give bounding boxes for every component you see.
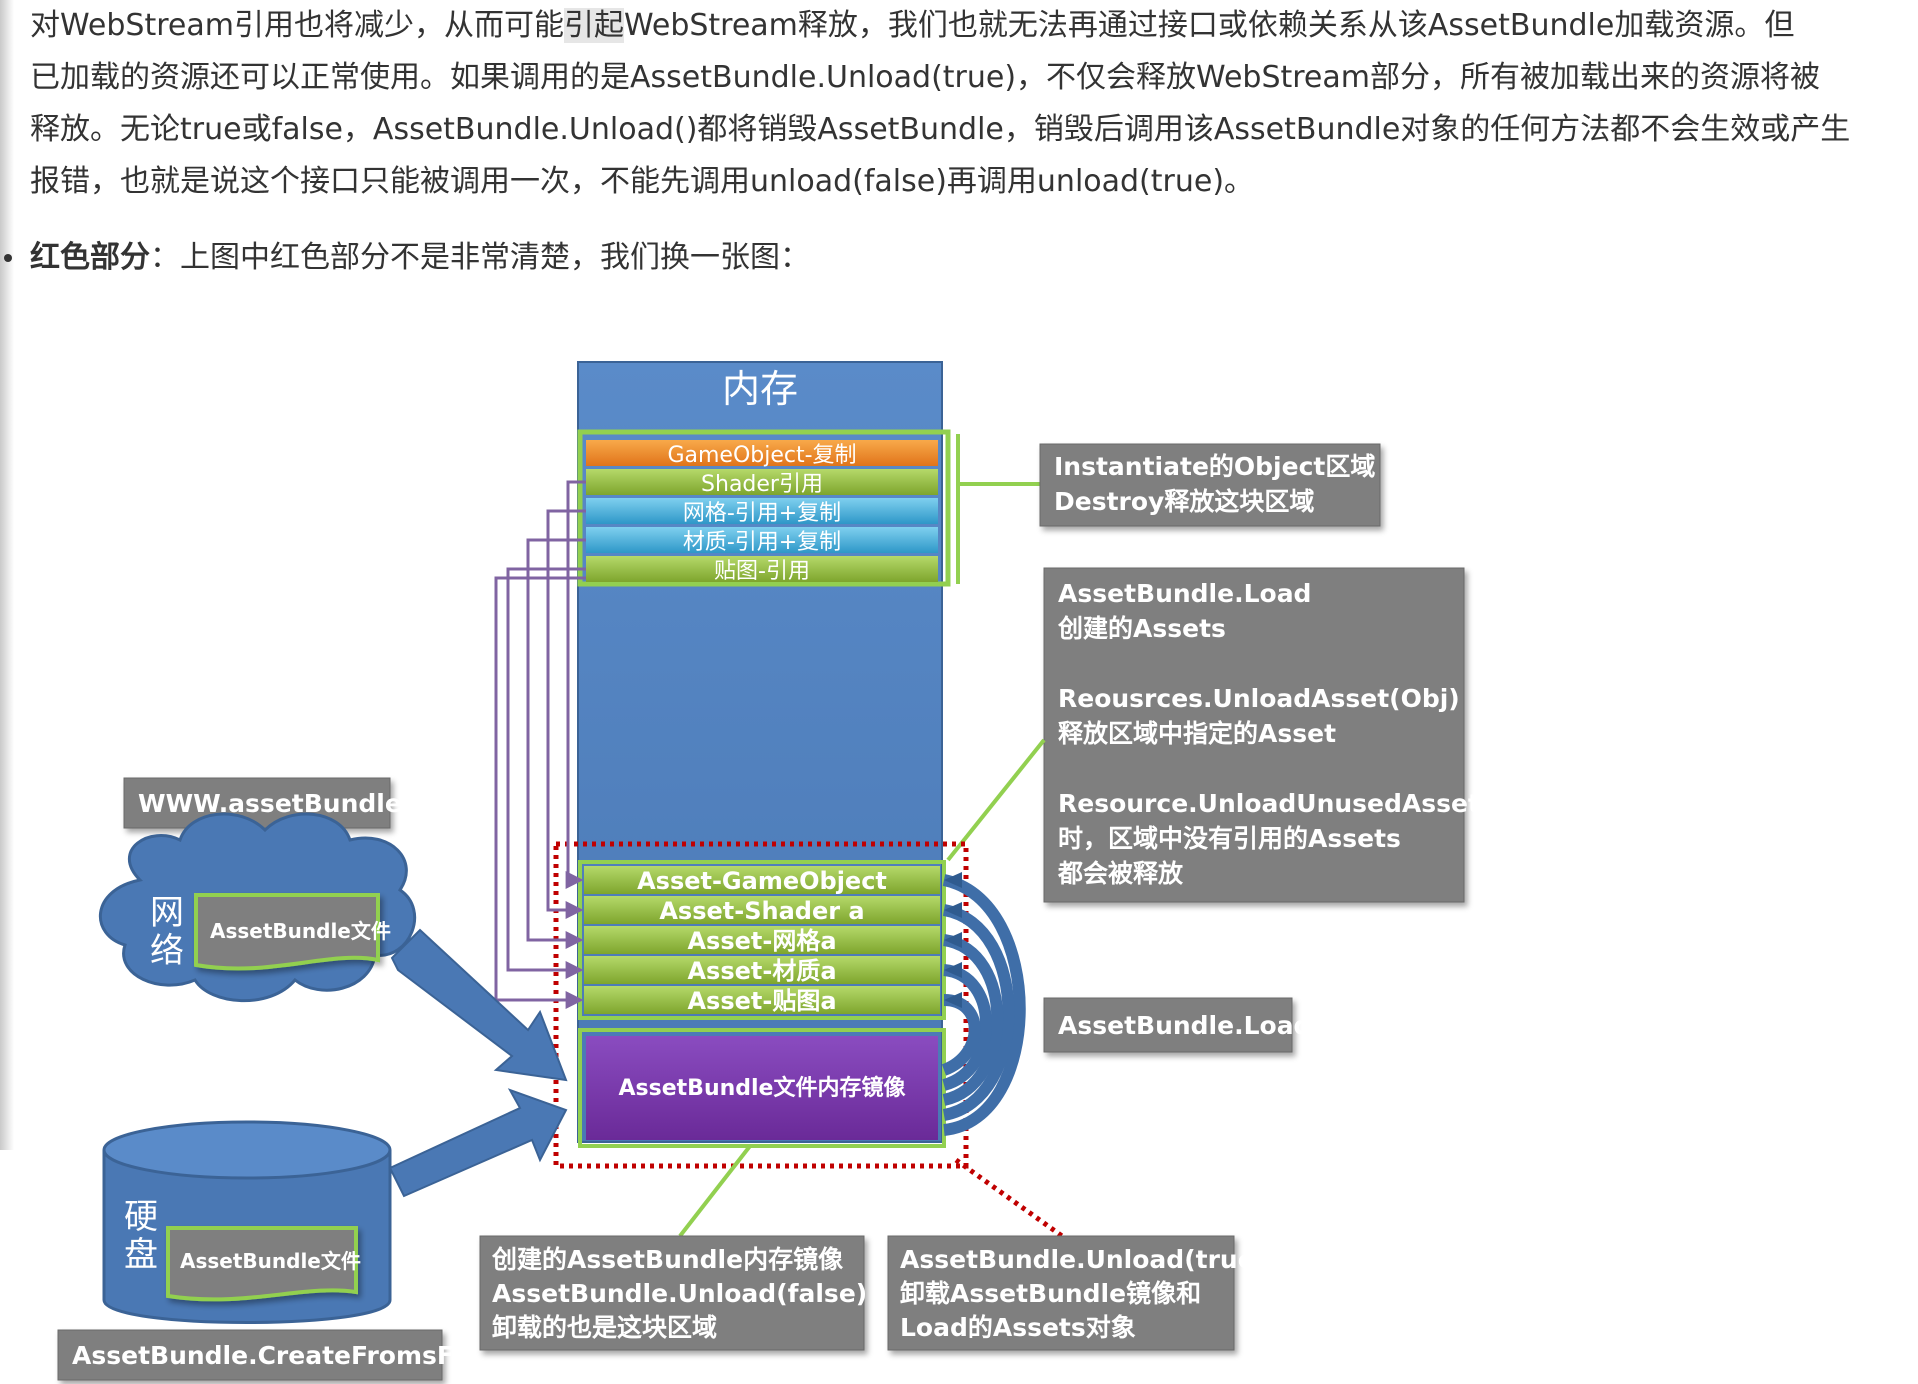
mirror-callout-connector xyxy=(678,1144,752,1238)
callout-load-line-7: Resource.UnloadUnusedAsset xyxy=(1058,789,1480,818)
paragraph-line-3: 释放。无论true或false，AssetBundle.Unload()都将销毁… xyxy=(30,112,1851,147)
bullet-body: ：上图中红色部分不是非常清楚，我们换一张图： xyxy=(150,240,810,275)
load-arrowhead-2 xyxy=(944,902,962,918)
callout-mirror-unload-false xyxy=(479,1235,865,1351)
network-file-card xyxy=(194,893,380,971)
asset-row-label-2: Asset-Shader a xyxy=(659,897,864,925)
memory-title: 内存 xyxy=(722,367,798,411)
load-arrowhead-4 xyxy=(944,962,962,978)
callout-load-line-1: AssetBundle.Load xyxy=(1058,579,1311,608)
load-arrow-2 xyxy=(942,904,1015,1121)
ref-arrow-1 xyxy=(565,480,586,889)
disk-to-mirror-arrow xyxy=(388,1088,568,1198)
load-arrow-3 xyxy=(942,934,1004,1106)
unload-true-connector xyxy=(954,1157,1064,1239)
network-label-2: 络 xyxy=(150,931,184,971)
callout-assetbundle-load xyxy=(1043,997,1293,1053)
asset-row-label-1: Asset-GameObject xyxy=(637,867,887,895)
callout-www-text: WWW.assetBundle xyxy=(138,789,402,818)
instantiate-row-texture xyxy=(586,556,938,582)
callout-mirror-line-2: AssetBundle.Unload(false) xyxy=(492,1279,867,1308)
load-arrowhead-5 xyxy=(944,992,962,1008)
instantiate-region-frame xyxy=(577,429,951,587)
load-assets-connector xyxy=(946,738,1046,862)
load-arrowhead-1 xyxy=(944,872,962,888)
paragraph-line-2: 已加载的资源还可以正常使用。如果调用的是AssetBundle.Unload(t… xyxy=(30,60,1820,95)
asset-row-shader xyxy=(584,896,940,924)
network-file-label: AssetBundle文件 xyxy=(210,919,391,943)
instantiate-row-material xyxy=(586,527,938,553)
disk-label-1: 硬 xyxy=(124,1197,158,1237)
callout-unload-true-line-1: AssetBundle.Unload(true) xyxy=(900,1245,1266,1274)
callout-instantiate-line-2: Destroy释放这块区域 xyxy=(1054,487,1314,516)
mirror-block xyxy=(586,1036,938,1140)
callout-unload-true xyxy=(887,1235,1235,1351)
disk-file-card xyxy=(166,1226,358,1302)
ref-arrow-5 xyxy=(494,576,586,1009)
bullet-bold-label: 红色部分 xyxy=(30,240,150,275)
asset-row-label-5: Asset-贴图a xyxy=(687,987,836,1015)
paragraph-line-4: 报错，也就是说这个接口只能被调用一次，不能先调用unload(false)再调用… xyxy=(30,164,1255,199)
instantiate-row-mesh xyxy=(586,498,938,524)
callout-load-line-8: 时，区域中没有引用的Assets xyxy=(1058,824,1401,853)
callout-load-line-4: Reousrces.UnloadAsset(Obj) xyxy=(1058,684,1460,713)
callout-www xyxy=(123,777,391,829)
asset-row-texture xyxy=(584,986,940,1014)
callout-load-assets xyxy=(1043,567,1465,903)
reference-arrows xyxy=(494,480,586,1009)
callout-load-line-9: 都会被释放 xyxy=(1057,859,1184,888)
mirror-label: AssetBundle文件内存镜像 xyxy=(619,1075,907,1101)
instantiate-row-label-1: GameObject-复制 xyxy=(667,443,856,468)
disk-label-2: 盘 xyxy=(124,1235,158,1275)
load-arrowhead-3 xyxy=(944,932,962,948)
instantiate-row-label-5: 贴图-引用 xyxy=(714,559,810,584)
instantiate-row-label-3: 网格-引用+复制 xyxy=(683,501,841,526)
instantiate-row-shader xyxy=(586,469,938,495)
callout-load-line-5: 释放区域中指定的Asset xyxy=(1058,719,1336,748)
callout-instantiate xyxy=(1039,443,1381,527)
callout-createfromfile xyxy=(57,1329,443,1381)
line1-text-b: WebStream释放，我们也就无法再通过接口或依赖关系从该AssetBundl… xyxy=(623,8,1795,43)
network-label-1: 网 xyxy=(150,893,184,933)
highlighted-text: 引起 xyxy=(563,8,624,43)
load-arrow-1 xyxy=(942,874,1026,1136)
mirror-frame xyxy=(578,1028,946,1148)
callout-createfromfile-text: AssetBundle.CreateFromsFile xyxy=(72,1341,488,1370)
network-to-mirror-arrow xyxy=(390,928,568,1082)
callout-mirror-line-1: 创建的AssetBundle内存镜像 xyxy=(491,1245,843,1274)
article-paragraph: 对WebStream引用也将减少，从而可能引起WebStream释放，我们也就无… xyxy=(30,0,1890,208)
callout-instantiate-line-1: Instantiate的Object区域 xyxy=(1054,452,1375,481)
left-edge-shadow xyxy=(0,0,14,1150)
asset-row-mesh xyxy=(584,926,940,954)
ref-arrow-3 xyxy=(526,538,586,949)
instantiate-row-label-2: Shader引用 xyxy=(701,472,823,497)
callout-unload-true-line-2: 卸载AssetBundle镜像和 xyxy=(900,1279,1201,1308)
callout-load-line-2: 创建的Assets xyxy=(1057,614,1226,643)
callout-mirror-line-3: 卸载的也是这块区域 xyxy=(492,1313,717,1342)
instantiate-row-gameobject xyxy=(586,440,938,466)
instantiate-row-label-4: 材质-引用+复制 xyxy=(683,530,841,555)
ref-arrow-2 xyxy=(546,509,586,919)
asset-row-label-4: Asset-材质a xyxy=(687,957,836,985)
bullet-dot-icon xyxy=(4,254,12,262)
asset-row-label-3: Asset-网格a xyxy=(687,927,836,955)
load-arrows xyxy=(941,874,1026,1136)
disk-file-label: AssetBundle文件 xyxy=(180,1249,361,1273)
callout-assetbundle-load-text: AssetBundle.Load xyxy=(1058,1011,1311,1040)
line1-text-a: 对WebStream引用也将减少，从而可能 xyxy=(30,8,564,43)
bullet-text: 红色部分：上图中红色部分不是非常清楚，我们换一张图： xyxy=(30,232,810,284)
ref-arrow-4 xyxy=(506,567,586,979)
paragraph-line-1: 对WebStream引用也将减少，从而可能引起WebStream释放，我们也就无… xyxy=(30,0,1890,52)
callout-unload-true-line-3: Load的Assets对象 xyxy=(900,1313,1136,1342)
asset-row-gameobject xyxy=(584,866,940,894)
asset-row-material xyxy=(584,956,940,984)
